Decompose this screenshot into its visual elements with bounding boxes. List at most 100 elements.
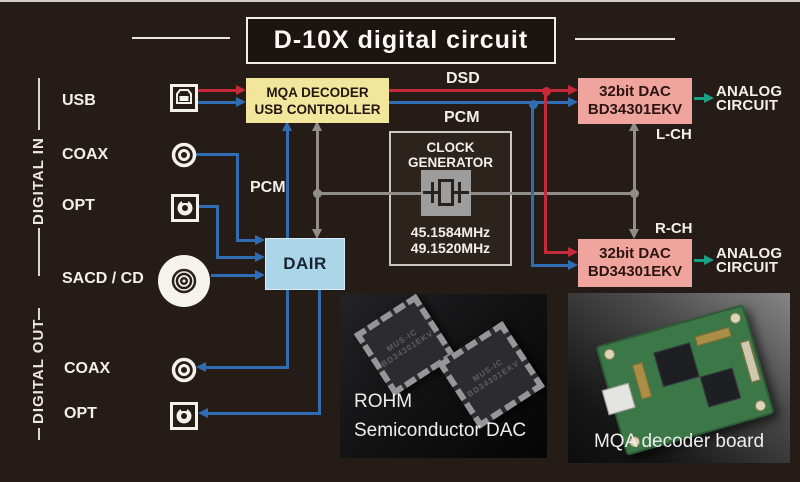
line-opt-in-v	[216, 205, 219, 259]
opt-in-icon	[171, 194, 199, 222]
dac-r-line2: BD34301EKV	[587, 263, 683, 280]
board-caption: MQA decoder board	[593, 431, 765, 452]
line-usb-mqa-red	[197, 89, 238, 92]
digital-out-rail-label: DIGITAL OUT	[30, 318, 47, 424]
arrowhead-dacr-blue	[568, 260, 578, 270]
pcb-hole	[753, 398, 768, 413]
junction-blue	[529, 100, 538, 109]
line-dair-coaxout-h	[206, 366, 289, 369]
crystal-body	[438, 179, 454, 206]
line-red-vertical	[544, 89, 547, 254]
coax-out-label: COAX	[64, 360, 111, 377]
opt-out-label: OPT	[64, 405, 97, 422]
pcb-hole	[728, 311, 743, 326]
dsd-label: DSD	[446, 70, 480, 87]
arrowhead-gray-down-dacr	[629, 229, 639, 239]
arrowhead-analog-l	[704, 93, 714, 103]
line-dacr-analog	[694, 259, 705, 262]
title-box: D-10X digital circuit	[246, 17, 556, 64]
line-blue-to-dacr	[531, 264, 570, 267]
usb-port-icon	[170, 84, 198, 112]
sacd-cd-disc-icon	[158, 255, 210, 307]
digital-out-rail-bottom	[38, 428, 40, 440]
line-clock-distribution	[316, 192, 635, 195]
title-rule-right	[575, 38, 675, 40]
analog-l-line2: CIRCUIT	[716, 96, 779, 114]
crystal-plate-right	[458, 182, 461, 203]
l-ch-label: L-CH	[656, 126, 692, 143]
digital-out-rail-top	[38, 308, 40, 320]
dac-r-line1: 32bit DAC	[599, 245, 671, 262]
dac-l-line2: BD34301EKV	[587, 101, 683, 118]
dac-chip-1: MUS-IC BD34301EKV	[353, 294, 457, 397]
arrowhead-opt-out	[198, 408, 208, 418]
analog-l-line1: ANALOG	[716, 83, 783, 100]
rohm-caption-line1: ROHM	[354, 391, 413, 412]
line-opt-in-h1	[198, 205, 219, 208]
pcm-label-dair: PCM	[250, 179, 286, 196]
mqa-line1: MQA DECODER	[266, 84, 369, 100]
usb-label: USB	[62, 92, 96, 109]
dac-l-box: 32bit DAC BD34301EKV	[578, 78, 692, 124]
analog-circuit-label-l: ANALOG CIRCUIT	[716, 83, 783, 114]
dair-box: DAIR	[265, 238, 345, 290]
arrowhead-usb-mqa-red	[236, 85, 246, 95]
coax-in-icon	[171, 142, 197, 168]
line-blue-vertical	[531, 101, 534, 267]
pcb-chip-1	[653, 342, 700, 388]
rohm-caption-line2: Semiconductor DAC	[354, 420, 527, 441]
line-usb-mqa-blue	[197, 101, 238, 104]
pcb-usb-connector	[601, 382, 636, 416]
opt-in-label: OPT	[62, 197, 95, 214]
junction-red	[542, 87, 551, 96]
page-title: D-10X digital circuit	[273, 26, 529, 54]
line-dair-optout-v	[318, 288, 321, 415]
analog-circuit-label-r: ANALOG CIRCUIT	[716, 246, 782, 276]
dac-l-line1: 32bit DAC	[599, 83, 671, 100]
dair-label: DAIR	[283, 254, 327, 273]
arrowhead-coax-out	[196, 362, 206, 372]
top-border-line	[0, 0, 800, 2]
crystal-oscillator-icon	[421, 170, 471, 216]
line-mqa-dacl-blue	[389, 101, 571, 104]
mqa-decoder-box: MQA DECODER USB CONTROLLER	[246, 78, 389, 123]
line-coax-in-h2	[236, 239, 257, 242]
opt-out-icon	[170, 402, 198, 430]
pcb-hole	[602, 347, 617, 362]
pcb-header-1	[631, 362, 653, 400]
line-dacl-analog	[694, 97, 705, 100]
mqa-line2: USB CONTROLLER	[254, 101, 381, 117]
coax-out-icon	[171, 357, 197, 383]
dac-r-box: 32bit DAC BD34301EKV	[578, 239, 692, 287]
line-mqa-dair-gray	[316, 130, 319, 231]
analog-r-line2: CIRCUIT	[716, 258, 779, 276]
junction-clock-left	[313, 189, 322, 198]
digital-in-rail-bottom	[38, 228, 40, 276]
arrowhead-dacl-blue	[568, 97, 578, 107]
rohm-dac-photo: MUS-IC BD34301EKV MUS-IC BD34301EKV ROHM…	[340, 294, 547, 458]
arrowhead-gray-up-dacl	[629, 121, 639, 131]
coax-in-label: COAX	[62, 146, 109, 163]
pcb-header-2	[694, 326, 732, 347]
line-mqa-dacl-red-dsd	[389, 89, 571, 92]
clock-label-line1: CLOCK	[426, 140, 475, 155]
arrowhead-dacr-red	[568, 247, 578, 257]
arrowhead-opt-dair	[255, 252, 265, 262]
clock-freq-1: 45.1584MHz	[410, 224, 491, 240]
pcb-edge-connector	[739, 339, 761, 383]
pcm-label-main: PCM	[444, 109, 480, 126]
line-dair-coaxout-v	[286, 288, 289, 369]
digital-in-rail-label: DIGITAL IN	[30, 137, 47, 225]
dac-chip-2: MUS-IC BD34301EKV	[437, 321, 545, 429]
clock-freq-2: 49.1520MHz	[410, 240, 491, 256]
line-sacd-dair	[211, 274, 257, 277]
crystal-plate-left	[431, 182, 434, 203]
arrowhead-dair-mqa	[282, 121, 292, 131]
r-ch-label: R-CH	[655, 220, 693, 237]
line-coax-in-v	[236, 153, 239, 242]
sacd-cd-label: SACD / CD	[62, 270, 144, 287]
pcb-chip-2	[699, 367, 742, 408]
arrowhead-sacd-dair	[255, 270, 265, 280]
arrowhead-coax-dair	[255, 235, 265, 245]
